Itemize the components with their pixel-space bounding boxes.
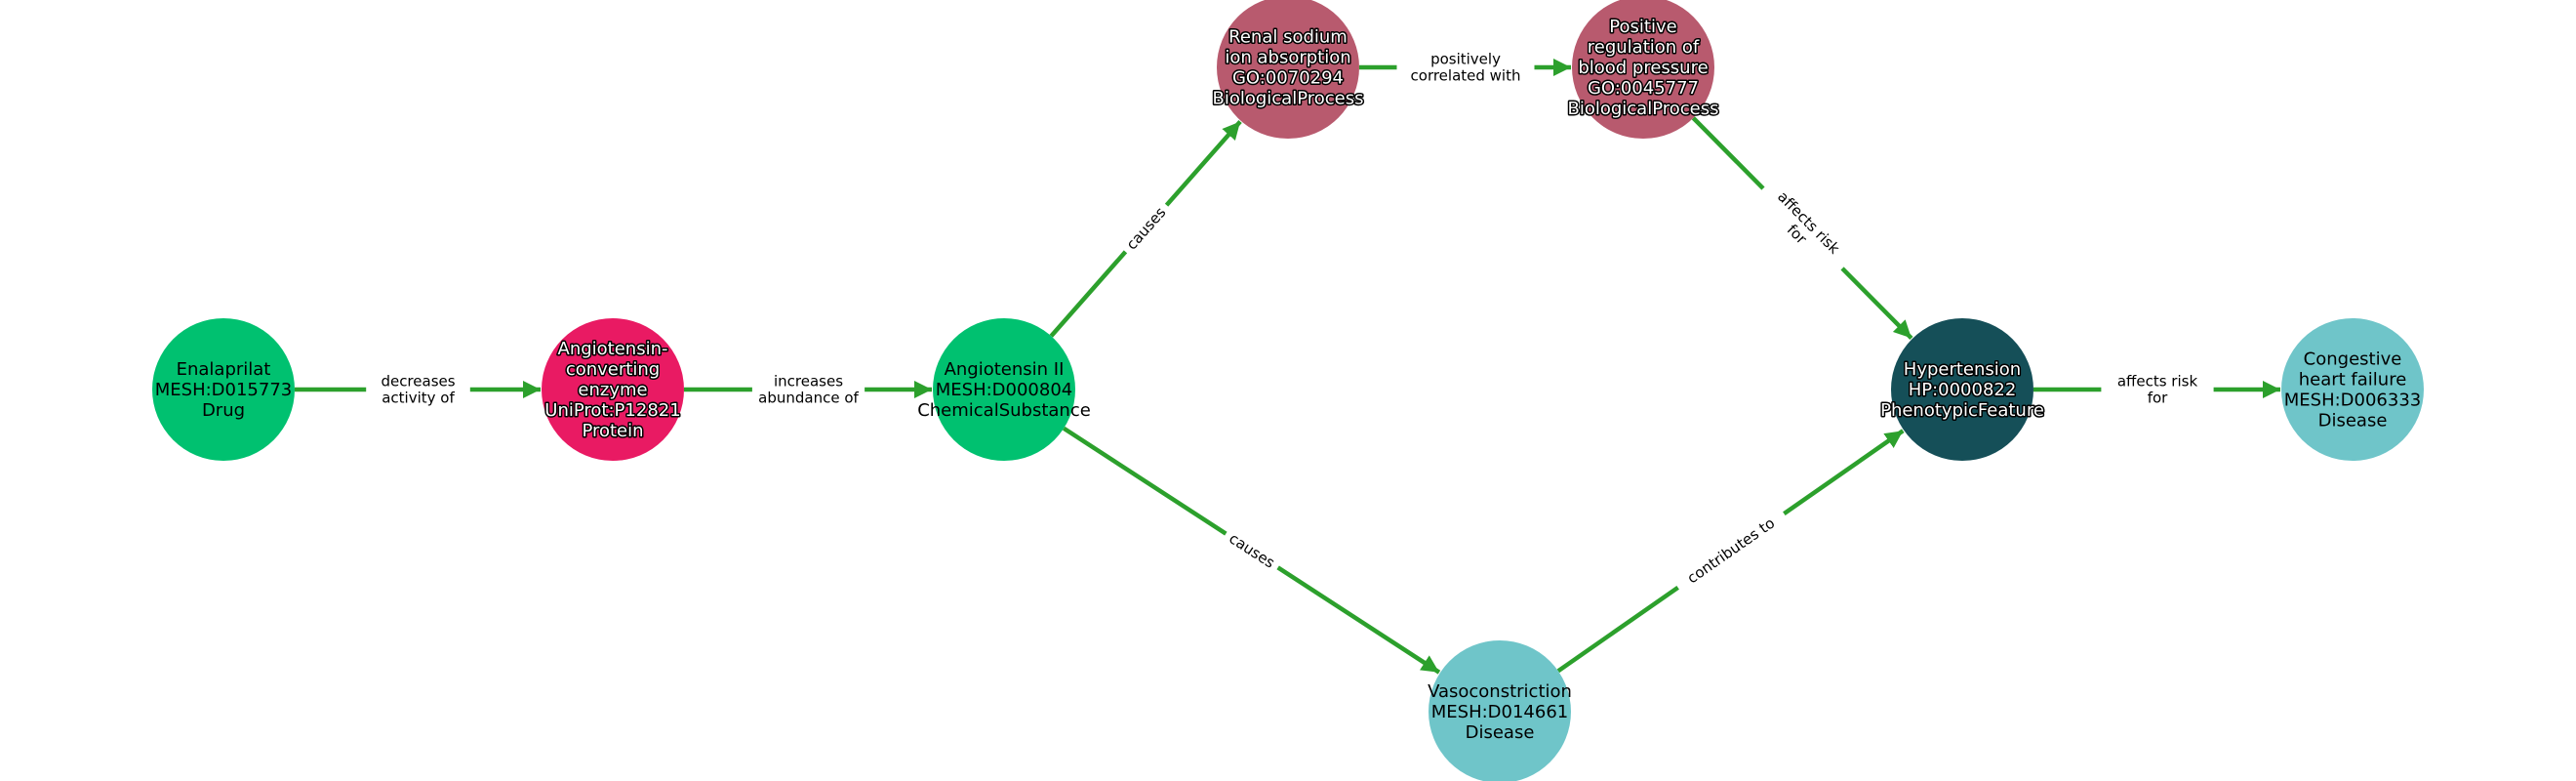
node-label-line: Enalaprilat [177, 359, 271, 380]
edge-label: causes [1219, 523, 1285, 578]
edge-label: contributes to [1670, 503, 1791, 598]
edge-ang2-vaso: causes [1062, 426, 1441, 675]
node-label-line: MESH:D014661 [1431, 702, 1569, 722]
edge-ang2-renal: causes [1049, 120, 1242, 338]
edge-label-line: contributes to [1684, 514, 1778, 588]
node-label-line: Congestive [2304, 349, 2402, 370]
edge-label-line: for [2148, 390, 2168, 407]
edge-label: causes [1116, 196, 1176, 261]
node-label-line: regulation of [1588, 37, 1700, 58]
node-circle[interactable] [152, 318, 295, 461]
node-label-line: heart failure [2299, 370, 2407, 390]
node-label-line: MESH:D015773 [155, 380, 293, 400]
node-label-line: HP:0000822 [1909, 380, 2017, 400]
node-label-line: Drug [202, 400, 245, 421]
node-label-line: ion absorption [1225, 48, 1350, 68]
node-label-line: BiologicalProcess [1567, 99, 1718, 119]
node-ace[interactable]: Angiotensin-convertingenzymeUniProt:P128… [542, 318, 684, 461]
node-label-line: Positive [1609, 17, 1676, 37]
node-circle[interactable] [1217, 0, 1359, 139]
node-label-line: enzyme [578, 380, 647, 400]
node-label-line: Renal sodium [1228, 27, 1348, 48]
node-label-line: PhenotypicFeature [1880, 400, 2044, 421]
node-circle[interactable] [933, 318, 1075, 461]
node-circle[interactable] [1572, 0, 1714, 139]
node-circle[interactable] [2281, 318, 2424, 461]
edge-label-line: affects risk [2117, 373, 2198, 390]
node-label-line: Disease [2318, 411, 2388, 432]
edge-label-line: positively [1430, 51, 1501, 68]
edge-label-line: correlated with [1411, 67, 1521, 85]
node-label-line: Vasoconstriction [1428, 681, 1572, 702]
node-label-line: UniProt:P12821 [544, 400, 680, 421]
node-label-line: MESH:D006333 [2284, 390, 2422, 411]
node-circle[interactable] [542, 318, 684, 461]
node-label-line: GO:0045777 [1588, 78, 1699, 99]
node-circle[interactable] [1429, 640, 1571, 781]
node-label-line: Angiotensin II [945, 359, 1065, 380]
node-label-line: Protein [582, 421, 643, 441]
edge-label-line: activity of [382, 390, 455, 407]
node-label-line: BiologicalProcess [1212, 89, 1363, 109]
node-label-line: MESH:D000804 [936, 380, 1073, 400]
node-label-line: Angiotensin- [558, 339, 668, 359]
node-label-line: blood pressure [1578, 58, 1708, 78]
edge-label-line: abundance of [758, 390, 859, 407]
edge-vaso-hyper: contributes to [1556, 429, 1905, 674]
node-circle[interactable] [1891, 318, 2033, 461]
node-label-line: converting [566, 359, 660, 380]
node-label-line: Disease [1466, 722, 1535, 743]
node-label-line: GO:0070294 [1232, 68, 1344, 89]
edge-label-line: decreases [381, 373, 455, 390]
node-label-line: Hypertension [1904, 359, 2021, 380]
node-label-line: ChemicalSubstance [917, 400, 1091, 421]
edge-label-line: increases [774, 373, 843, 390]
node-ang2[interactable]: Angiotensin IIMESH:D000804ChemicalSubsta… [917, 318, 1091, 461]
